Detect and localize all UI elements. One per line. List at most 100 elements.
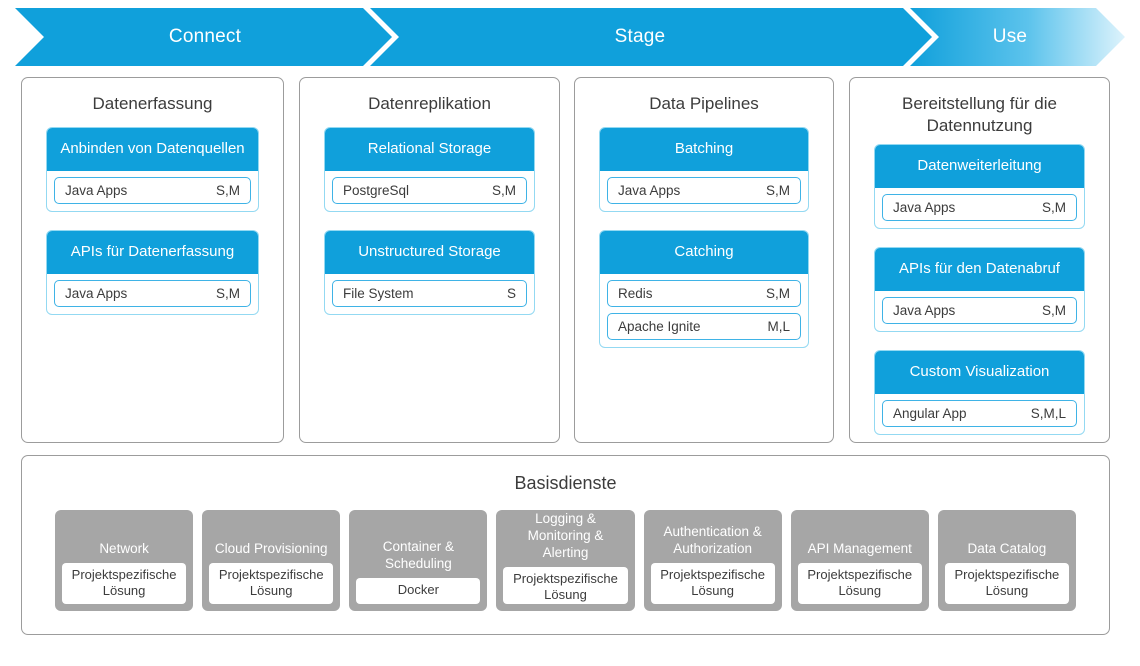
base-service-title: Logging & Monitoring & Alerting [527, 511, 604, 561]
capability-item-name: Java Apps [618, 183, 681, 199]
panel-group-list: Anbinden von Datenquellen Java Apps S,M … [22, 127, 283, 316]
capability-group-header: Custom Visualization [875, 350, 1084, 394]
capability-group[interactable]: Datenweiterleitung Java Apps S,M [874, 143, 1085, 229]
capability-group[interactable]: Relational Storage PostgreSql S,M [324, 127, 535, 213]
capability-item-name: PostgreSql [343, 183, 410, 199]
capability-item[interactable]: Java Apps S,M [54, 177, 251, 205]
base-service-value: Docker [356, 578, 481, 604]
capability-item-name: Angular App [893, 405, 967, 421]
capability-item[interactable]: Angular App S,M,L [882, 399, 1077, 427]
base-service-card-authentication-authorization[interactable]: Authentication & Authorization Projektsp… [643, 510, 782, 611]
capability-item-size: S,M [765, 286, 790, 302]
capability-item-list: Java Apps S,M [875, 188, 1084, 228]
panel-group-list: Datenweiterleitung Java Apps S,M APIs fü… [850, 143, 1109, 435]
capability-group-header: Unstructured Storage [325, 231, 534, 275]
base-service-value: Projektspezifische Lösung [797, 563, 922, 604]
column-panel-bereitstellung: Bereitstellung für die Datennutzung Date… [849, 77, 1110, 443]
capability-group[interactable]: APIs für Datenerfassung Java Apps S,M [46, 230, 259, 316]
phase-label-connect[interactable]: Connect [168, 26, 242, 47]
capability-item[interactable]: Redis S,M [607, 280, 801, 308]
capability-group-header: APIs für den Datenabruf [875, 247, 1084, 291]
base-service-card-container-scheduling[interactable]: Container & Scheduling Docker [349, 510, 488, 611]
capability-item-name: Java Apps [65, 183, 128, 199]
capability-item-list: File System S [325, 274, 534, 314]
base-service-card-api-management[interactable]: API Management Projektspezifische Lösung [790, 510, 929, 611]
capability-item-list: Java Apps S,M [47, 171, 258, 211]
capability-item-size: S,M [491, 183, 516, 199]
capability-item-name: Java Apps [893, 199, 956, 215]
capability-group[interactable]: Catching Redis S,M Apache Ignite M,L [599, 230, 809, 349]
capability-item[interactable]: Java Apps S,M [54, 280, 251, 308]
column-panel-datenerfassung: Datenerfassung Anbinden von Datenquellen… [21, 77, 284, 443]
phase-shape-stage [370, 8, 932, 66]
capability-item-size: M,L [767, 319, 790, 335]
base-service-value: Projektspezifische Lösung [503, 567, 628, 604]
capability-item[interactable]: File System S [332, 280, 527, 308]
base-services-panel: Basisdienste Network Projektspezifische … [21, 455, 1110, 635]
capability-item-name: File System [343, 286, 414, 302]
base-service-value: Projektspezifische Lösung [650, 563, 775, 604]
capability-group[interactable]: APIs für den Datenabruf Java Apps S,M [874, 246, 1085, 332]
capability-item-size: S [506, 286, 516, 302]
capability-group[interactable]: Batching Java Apps S,M [599, 127, 809, 213]
capability-group[interactable]: Unstructured Storage File System S [324, 230, 535, 316]
phase-shape-connect [15, 8, 392, 66]
panel-group-list: Batching Java Apps S,M Catching Redis S,… [575, 127, 833, 349]
panel-title: Datenreplikation [368, 94, 491, 113]
capability-item-list: Redis S,M Apache Ignite M,L [600, 274, 808, 347]
capability-item-list: PostgreSql S,M [325, 171, 534, 211]
column-panel-datenreplikation: Datenreplikation Relational Storage Post… [299, 77, 560, 443]
base-service-title: Container & Scheduling [382, 538, 454, 571]
capability-item-size: S,M [765, 183, 790, 199]
base-services-card-list: Network Projektspezifische Lösung Cloud … [22, 510, 1109, 611]
panel-title: Bereitstellung für die Datennutzung [902, 94, 1057, 136]
base-service-card-logging-monitoring-alerting[interactable]: Logging & Monitoring & Alerting Projekts… [496, 510, 635, 611]
capability-item[interactable]: Apache Ignite M,L [607, 313, 801, 341]
phase-label-use[interactable]: Use [992, 26, 1028, 47]
capability-item-size: S,M [1041, 199, 1066, 215]
capability-group-header: Relational Storage [325, 128, 534, 172]
phase-label-stage[interactable]: Stage [614, 26, 666, 47]
base-service-value: Projektspezifische Lösung [944, 563, 1069, 604]
panel-title: Datenerfassung [92, 94, 213, 113]
base-service-title: Cloud Provisioning [214, 541, 328, 557]
capability-item-name: Java Apps [893, 302, 956, 318]
capability-item[interactable]: Java Apps S,M [882, 296, 1077, 324]
base-service-title: API Management [807, 541, 912, 557]
capability-group-header: Catching [600, 231, 808, 275]
capability-item-size: S,M [1041, 302, 1066, 318]
capability-item-list: Angular App S,M,L [875, 394, 1084, 434]
base-service-card-cloud-provisioning[interactable]: Cloud Provisioning Projektspezifische Lö… [202, 510, 341, 611]
capability-item-list: Java Apps S,M [600, 171, 808, 211]
capability-item-list: Java Apps S,M [875, 291, 1084, 331]
capability-item-size: S,M [215, 183, 240, 199]
capability-group-header: Batching [600, 128, 808, 172]
capability-item[interactable]: PostgreSql S,M [332, 177, 527, 205]
base-services-title: Basisdienste [514, 473, 617, 493]
capability-group[interactable]: Custom Visualization Angular App S,M,L [874, 349, 1085, 435]
capability-group-header: Anbinden von Datenquellen [47, 128, 258, 172]
capability-item-name: Apache Ignite [618, 319, 701, 335]
base-service-title: Network [99, 541, 149, 557]
capability-group-header: APIs für Datenerfassung [47, 231, 258, 275]
capability-group[interactable]: Anbinden von Datenquellen Java Apps S,M [46, 127, 259, 213]
capability-item-size: S,M [215, 286, 240, 302]
base-service-value: Projektspezifische Lösung [209, 563, 334, 604]
panel-group-list: Relational Storage PostgreSql S,M Unstru… [300, 127, 559, 316]
panel-title: Data Pipelines [649, 94, 759, 113]
capability-item-list: Java Apps S,M [47, 274, 258, 314]
base-service-title: Authentication & Authorization [663, 524, 762, 557]
base-service-card-network[interactable]: Network Projektspezifische Lösung [55, 510, 194, 611]
base-service-card-data-catalog[interactable]: Data Catalog Projektspezifische Lösung [937, 510, 1076, 611]
phase-banner-shapes [15, 8, 1125, 66]
capability-item[interactable]: Java Apps S,M [882, 193, 1077, 221]
capability-item-size: S,M,L [1030, 405, 1066, 421]
capability-item-name: Redis [618, 286, 653, 302]
phase-banner: Connect Stage Use [0, 8, 1140, 66]
column-panel-data-pipelines: Data Pipelines Batching Java Apps S,M Ca… [574, 77, 834, 443]
capability-item-name: Java Apps [65, 286, 128, 302]
capability-item[interactable]: Java Apps S,M [607, 177, 801, 205]
base-service-title: Data Catalog [967, 541, 1047, 557]
capability-group-header: Datenweiterleitung [875, 144, 1084, 188]
